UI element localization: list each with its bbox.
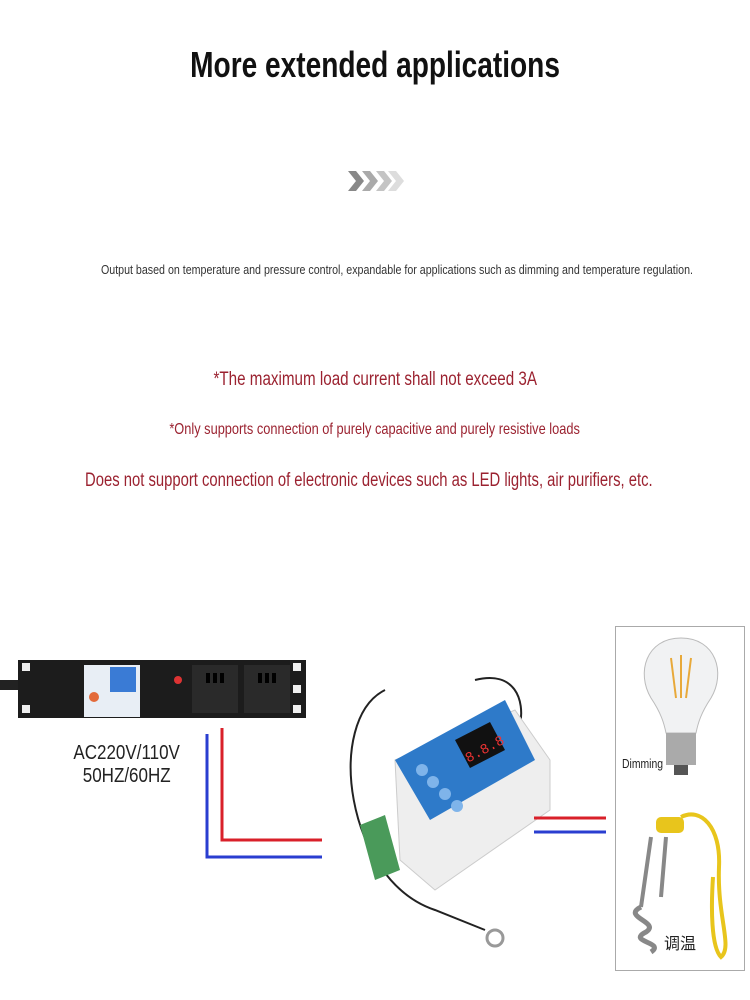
warning-load-types: *Only supports connection of purely capa…	[169, 421, 581, 438]
dimming-label: Dimming	[622, 756, 664, 771]
immersion-heater-image	[632, 812, 728, 960]
loads-panel	[615, 626, 745, 971]
warning-unsupported-devices: Does not support connection of electroni…	[85, 470, 653, 491]
output-wires	[534, 816, 606, 834]
power-strip-image	[0, 660, 306, 718]
description: Output based on temperature and pressure…	[101, 262, 693, 277]
page-title: More extended applications	[190, 44, 560, 85]
chevron-arrows-icon	[348, 171, 404, 191]
heater-label: 调温	[664, 936, 697, 953]
input-wires	[205, 728, 322, 859]
temperature-controller-image: 8.8.8	[349, 677, 551, 948]
light-bulb-image	[643, 637, 719, 775]
power-spec-label: AC220V/110V 50HZ/60HZ	[73, 742, 181, 787]
warning-max-current: *The maximum load current shall not exce…	[213, 369, 537, 390]
